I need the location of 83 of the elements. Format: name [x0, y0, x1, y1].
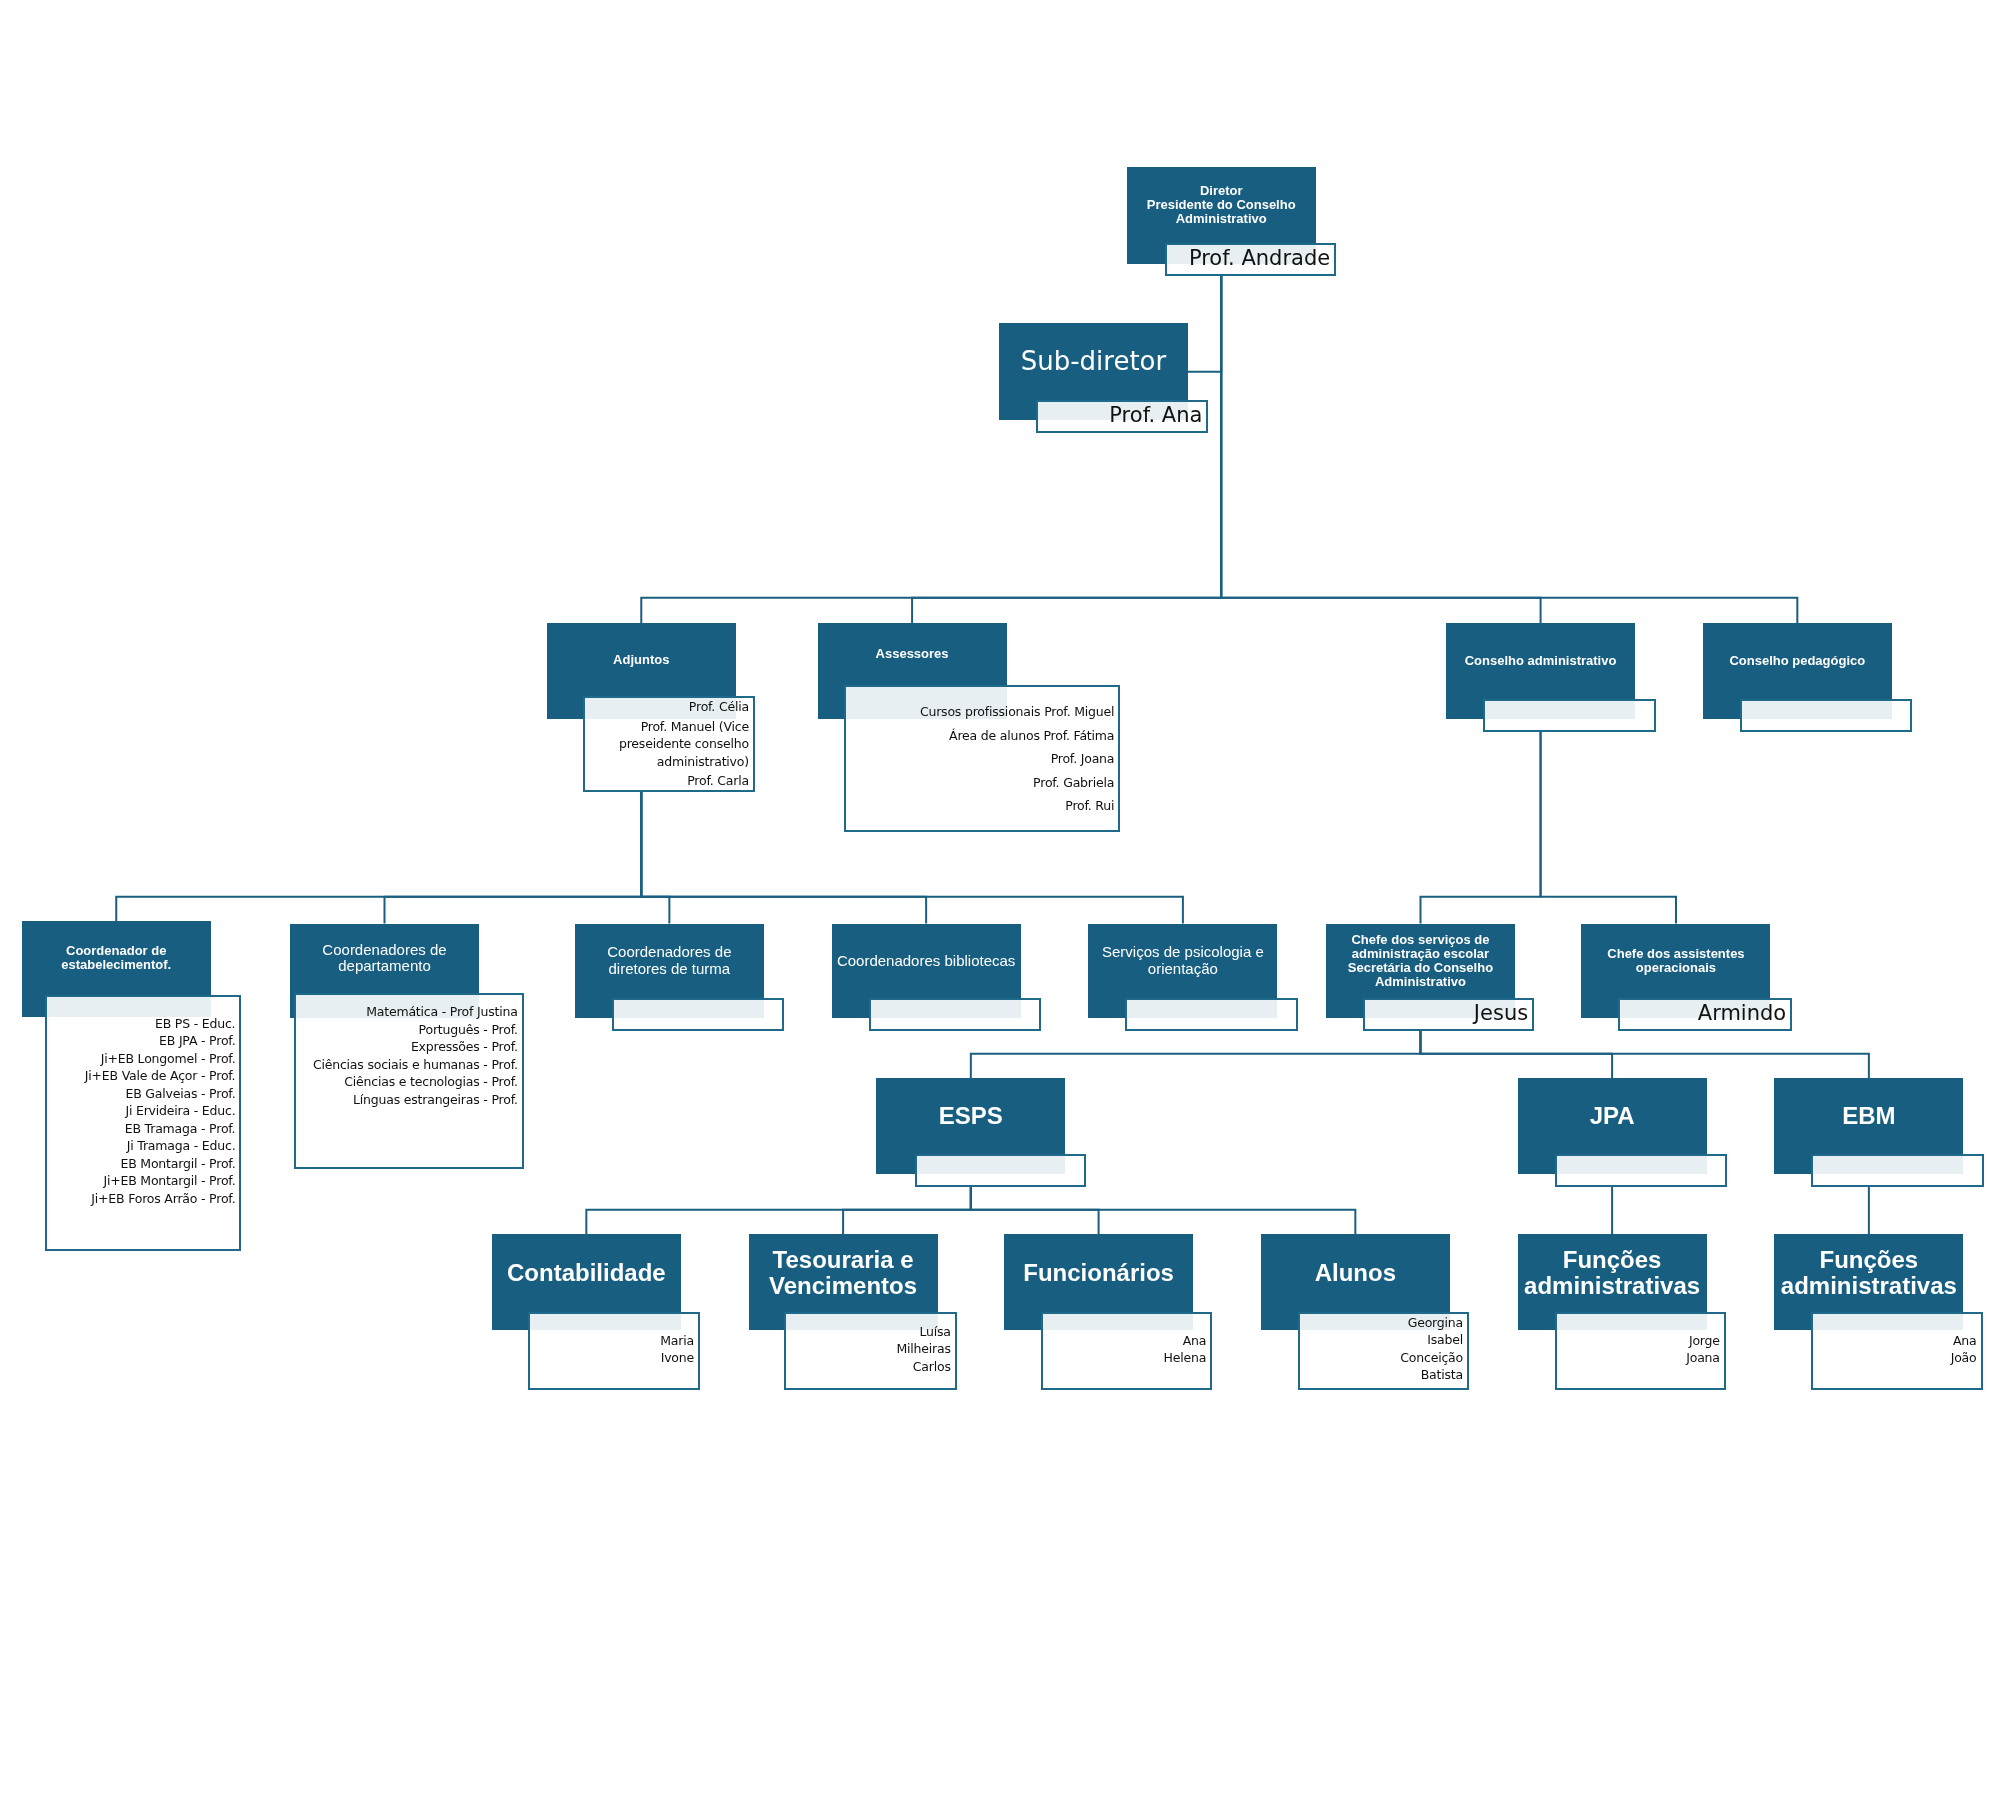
person-name: Georgina: [1407, 1313, 1463, 1332]
position-title: Coordenador de estabelecimentof.: [60, 944, 173, 973]
position-title: Funções administrativas: [1523, 1247, 1702, 1299]
person-name: Prof. Joana: [1050, 750, 1115, 768]
name-card: [611, 997, 785, 1031]
position-title: Funcionários: [1023, 1260, 1174, 1286]
person-name: Armindo: [1697, 1000, 1787, 1026]
position-title: Assessores: [875, 647, 949, 662]
name-card: [1739, 698, 1913, 732]
connector-line: [640, 791, 1184, 925]
position-title: Presidente do Conselho Administrativo: [1145, 198, 1297, 227]
person-name: Cursos profissionais Prof. Miguel: [919, 703, 1115, 721]
position-title: Chefe dos serviços de administração escolar: [1350, 932, 1491, 961]
person-name: Ana: [1182, 1331, 1207, 1350]
person-name: João: [1950, 1349, 1977, 1367]
person-name: Línguas estrangeiras - Prof.: [352, 1090, 518, 1109]
position-title: EBM: [1842, 1102, 1896, 1129]
person-name: Conceição: [1400, 1348, 1463, 1367]
person-name: Jesus: [1473, 1000, 1529, 1026]
name-card: [1125, 997, 1298, 1031]
person-name: EB Montargil - Prof.: [120, 1154, 236, 1173]
person-name: Ji Tramaga - Educ.: [126, 1137, 236, 1155]
position-title: Conselho pedagógico: [1729, 654, 1866, 669]
person-name: Prof. Andrade: [1188, 245, 1331, 271]
person-name: Prof. Célia: [688, 698, 749, 716]
position-title: Chefe dos assistentes operacionais: [1606, 946, 1746, 975]
person-name: Ciências sociais e humanas - Prof.: [312, 1055, 518, 1074]
position-title: Coordenadores de departamento: [321, 941, 448, 975]
person-name: Prof. Rui: [1065, 797, 1115, 815]
person-name: Prof. Manuel (Vice preseidente conselho administrativo): [617, 717, 749, 771]
person-name: Carlos: [912, 1357, 951, 1376]
position-title: Funções administrativas: [1779, 1247, 1958, 1299]
person-name: Isabel: [1427, 1331, 1463, 1349]
position-title: Conselho administrativo: [1464, 654, 1617, 669]
position-title: Sub-diretor: [1020, 347, 1167, 376]
person-name: EB JPA - Prof.: [159, 1032, 236, 1050]
position-title: Tesouraria e Vencimentos: [768, 1247, 919, 1299]
position-title: Serviços de psicologia e orientação: [1101, 944, 1265, 977]
person-name: Ji+EB Vale de Açor - Prof.: [84, 1067, 236, 1085]
position-title: Alunos: [1314, 1260, 1396, 1286]
name-card: [1483, 698, 1656, 732]
person-name: Milheiras: [896, 1340, 951, 1358]
person-name: Ivone: [660, 1349, 694, 1367]
position-title: Coordenadores de diretores de turma: [606, 944, 733, 977]
position-title: JPA: [1589, 1102, 1635, 1129]
person-name: Área de alunos Prof. Fátima: [949, 726, 1115, 745]
position-title: ESPS: [938, 1102, 1003, 1129]
connector-line: [969, 1185, 1357, 1235]
connector-line: [1220, 274, 1799, 625]
person-name: Ji Ervideira - Educ.: [125, 1102, 236, 1120]
connector-line: [1539, 730, 1677, 925]
position-title: Secretária do Conselho Administrativo: [1346, 960, 1495, 989]
position-title: Contabilidade: [507, 1260, 666, 1286]
position-title: Diretor: [1199, 183, 1243, 198]
person-name: Matemática - Prof Justina: [366, 1003, 518, 1021]
person-name: Maria: [660, 1331, 694, 1350]
person-name: Prof. Ana: [1109, 402, 1203, 428]
person-name: Português - Prof.: [418, 1020, 518, 1039]
person-name: Ji+EB Montargil - Prof.: [103, 1172, 236, 1190]
position-title: Adjuntos: [613, 652, 670, 667]
person-name: Prof. Carla: [687, 772, 749, 790]
person-name: Jorge: [1688, 1331, 1720, 1350]
connector-line: [1611, 1185, 1614, 1235]
name-card: [914, 1153, 1086, 1187]
person-name: EB Tramaga - Prof.: [124, 1119, 236, 1138]
person-name: Ana: [1953, 1331, 1977, 1350]
connector-line: [1867, 1185, 1870, 1235]
person-name: Batista: [1420, 1366, 1463, 1384]
position-title: Coordenadores bibliotecas: [836, 952, 1016, 969]
person-name: Joana: [1686, 1349, 1720, 1367]
person-name: Expressões - Prof.: [410, 1038, 518, 1056]
person-name: Ji+EB Foros Arrão - Prof.: [91, 1189, 236, 1208]
person-name: EB PS - Educ.: [155, 1014, 236, 1033]
person-name: Helena: [1163, 1349, 1207, 1367]
person-name: Luísa: [919, 1322, 951, 1341]
person-name: Ji+EB Longomel - Prof.: [100, 1049, 236, 1068]
name-card: [1811, 1153, 1984, 1187]
person-name: EB Galveias - Prof.: [125, 1084, 236, 1103]
name-card: [1554, 1153, 1728, 1187]
connector-line: [1419, 1029, 1870, 1080]
person-name: Ciências e tecnologias - Prof.: [344, 1073, 518, 1091]
person-name: Prof. Gabriela: [1033, 773, 1115, 792]
name-card: [868, 997, 1042, 1031]
